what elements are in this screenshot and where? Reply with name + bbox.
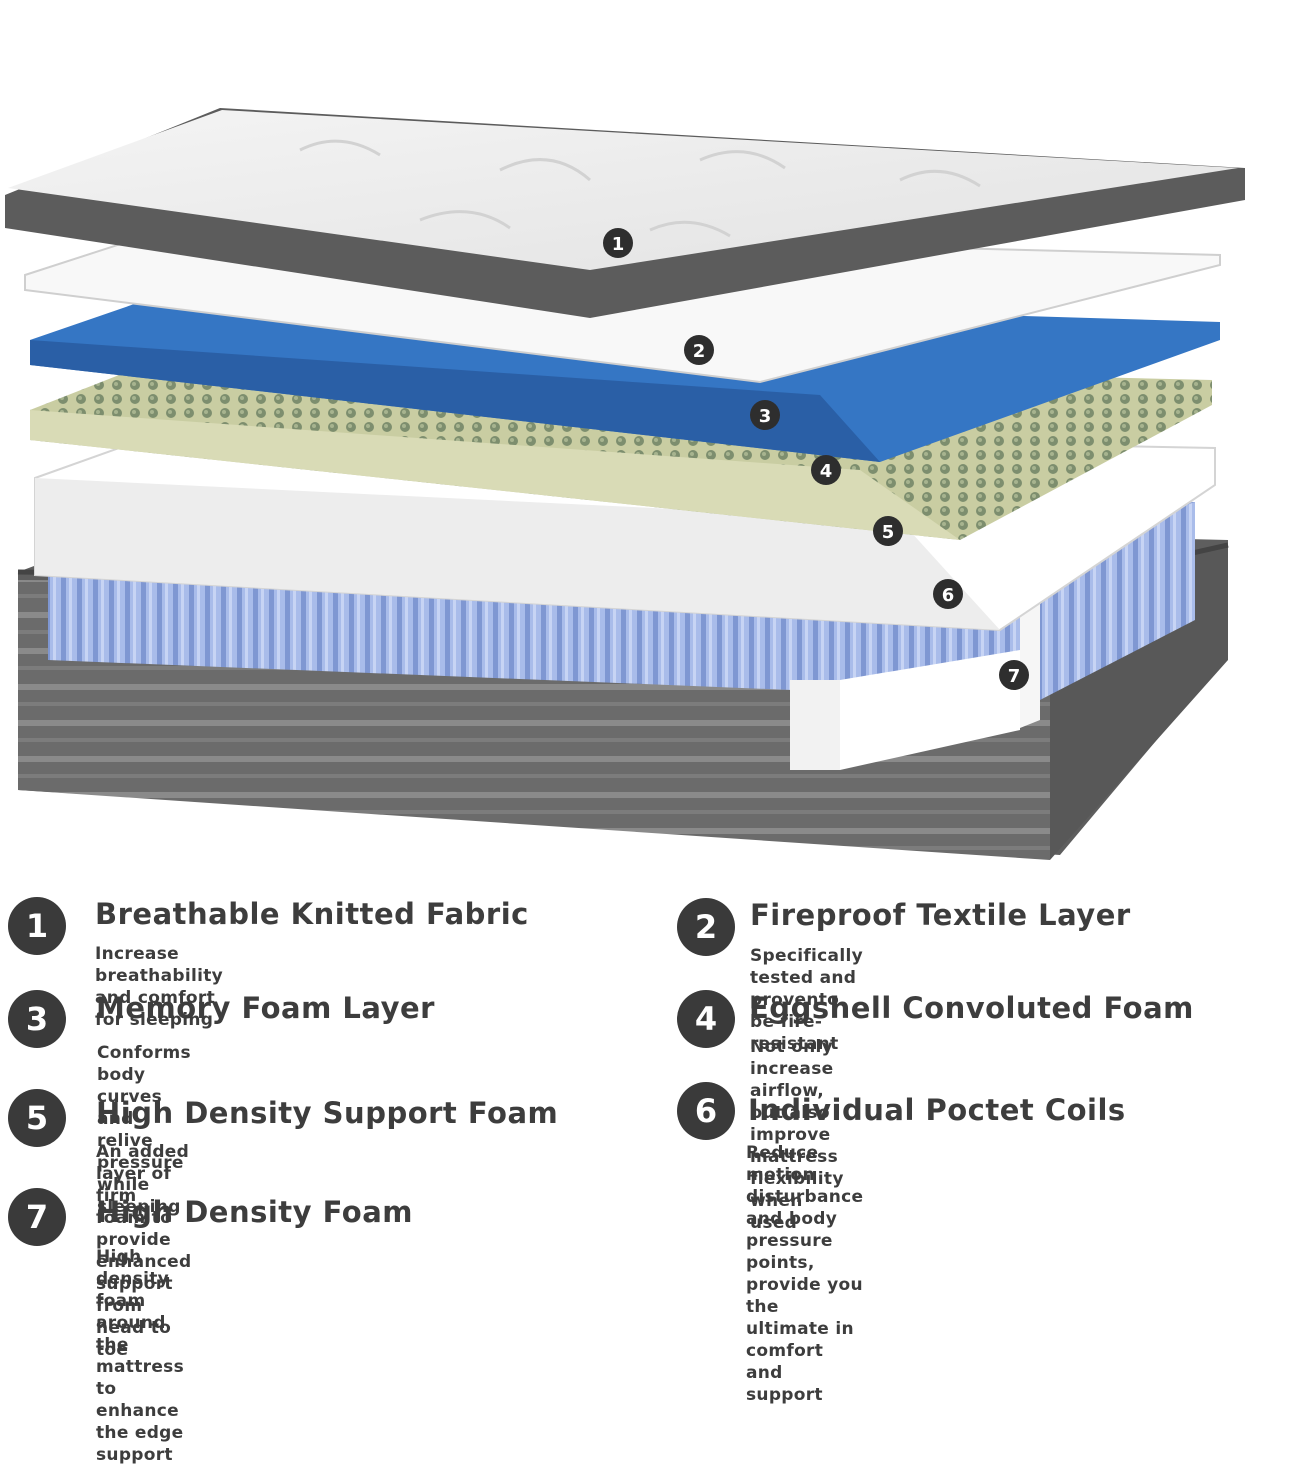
svg-text:6: 6: [942, 585, 955, 606]
feature-description: High density foam around the mattress to…: [96, 1247, 184, 1465]
svg-text:3: 3: [759, 406, 772, 427]
feature-title: Memory Foam Layer: [96, 991, 435, 1025]
feature-title: Eggshell Convoluted Foam: [749, 991, 1194, 1025]
layer-1-knitted-fabric: [5, 108, 1245, 318]
feature-description: An added layer of firm foam to provide e…: [96, 1142, 192, 1360]
svg-text:5: 5: [882, 522, 895, 543]
svg-text:4: 4: [820, 461, 833, 482]
edge-foam-cutout: [790, 598, 1040, 770]
svg-text:7: 7: [1008, 666, 1021, 687]
feature-title: Fireproof Textile Layer: [750, 898, 1131, 932]
feature-title: High Density Support Foam: [96, 1096, 559, 1130]
feature-description: Specifically tested and provento be fire…: [750, 946, 863, 1054]
feature-number-badge: 5: [8, 1089, 66, 1147]
marker-7: 7: [999, 660, 1029, 690]
mattress-layers-illustration: 1 2 3 4 5 6 7: [5, 108, 1245, 860]
feature-number-badge: 7: [8, 1188, 66, 1246]
feature-number-badge: 1: [8, 897, 66, 955]
illustration-markers: 1 2 3 4 5 6 7: [603, 228, 1029, 690]
marker-1: 1: [603, 228, 633, 258]
feature-title: Breathable Knitted Fabric: [95, 897, 529, 931]
feature-title: High Density Foam: [96, 1195, 414, 1229]
marker-5: 5: [873, 516, 903, 546]
marker-2: 2: [684, 335, 714, 365]
svg-text:1: 1: [612, 234, 625, 255]
marker-3: 3: [750, 400, 780, 430]
marker-4: 4: [811, 455, 841, 485]
marker-6: 6: [933, 579, 963, 609]
feature-number-badge: 2: [677, 898, 735, 956]
feature-number-badge: 6: [677, 1082, 735, 1140]
feature-description: Reduce motion disturbance and body press…: [746, 1143, 864, 1405]
feature-title: Individual Poctet Coils: [748, 1093, 1126, 1127]
feature-number-badge: 3: [8, 990, 66, 1048]
feature-description: Increase breathability and comfort for s…: [95, 944, 224, 1030]
svg-text:2: 2: [693, 341, 706, 362]
feature-description: Not only increase airflow, but also impr…: [750, 1037, 844, 1233]
feature-number-badge: 4: [677, 990, 735, 1048]
feature-description: Conforms body curves and relive pressure…: [97, 1043, 191, 1217]
